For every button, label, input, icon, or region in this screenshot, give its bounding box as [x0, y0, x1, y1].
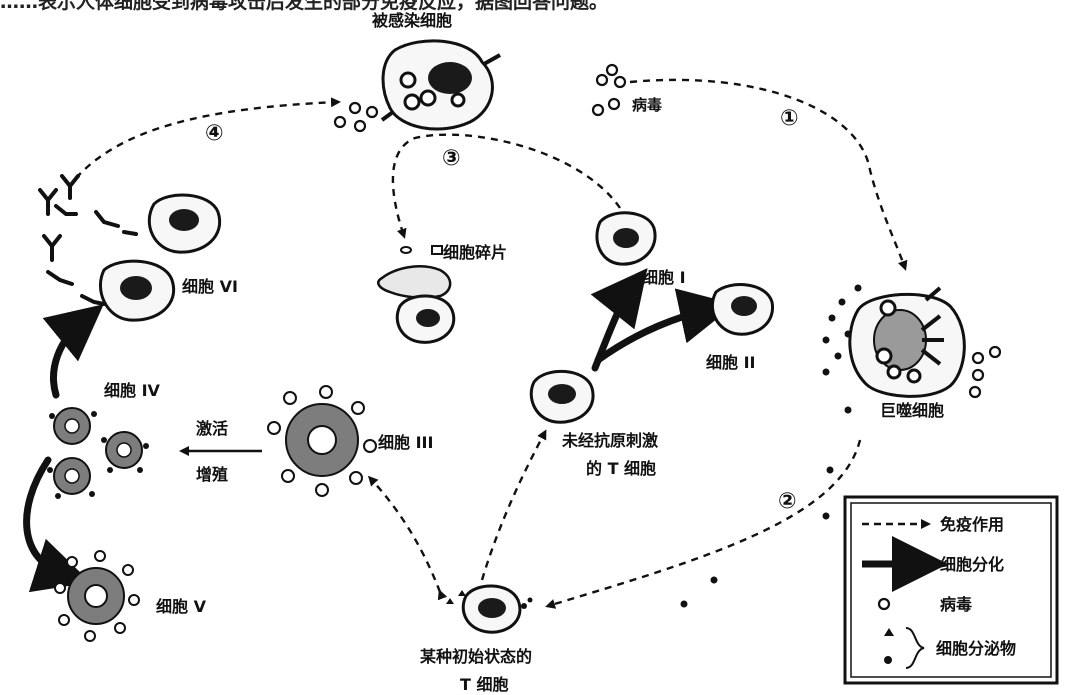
- arrow-cell-iv-to-cell-vi: [42, 304, 104, 399]
- cell-iv-label: 细胞 IV: [104, 381, 161, 400]
- legend-dot-icon: [884, 656, 892, 664]
- step-4: ④: [205, 121, 224, 146]
- arrow-naive-t-to-cell-ii: [594, 288, 736, 364]
- legend: 免疫作用 细胞分化 病毒 细胞分泌物: [843, 495, 1059, 685]
- arrow-cell-iv-to-cell-v: [23, 456, 91, 593]
- arrow-initial-t-to-cell-iii: [367, 475, 448, 601]
- virus-group-right: [591, 63, 627, 117]
- macrophage-secretion-dots: [680, 284, 862, 608]
- initial-t-label-line2: T 细胞: [460, 675, 509, 694]
- legend-immune-action: 免疫作用: [940, 515, 1004, 534]
- step-3: ③: [442, 146, 461, 171]
- arrow-3-cell-i-to-debris: [391, 133, 621, 239]
- legend-brace-icon: [905, 627, 925, 669]
- legend-virus: 病毒: [940, 595, 972, 614]
- cell-vi-label: 细胞 VI: [182, 277, 238, 296]
- macrophage-viruses: [968, 345, 1002, 399]
- cell-ii: [710, 283, 775, 336]
- cell-vi-upper: [147, 193, 222, 254]
- macrophage: [848, 286, 966, 398]
- cell-vi: [98, 259, 176, 322]
- cell-debris: [377, 245, 456, 344]
- step-1: ①: [780, 106, 799, 131]
- cell-debris-label: 细胞碎片: [443, 243, 507, 262]
- naive-t-label-line2: 的 T 细胞: [586, 459, 656, 478]
- arrow-1-virus-to-macrophage: [629, 78, 908, 271]
- initial-t-cell: [446, 584, 533, 634]
- proliferate-label: 增殖: [196, 465, 228, 484]
- initial-t-label-line1: 某种初始状态的: [419, 647, 532, 666]
- arrow-2-macrophage-to-initial-t: [545, 439, 862, 609]
- cell-i-label: 细胞 I: [642, 268, 686, 287]
- infected-cell-label: 被感染细胞: [372, 11, 452, 30]
- activate-label: 激活: [196, 419, 228, 438]
- antibodies: [38, 174, 138, 306]
- cell-iii-label: 细胞 III: [378, 433, 433, 452]
- cell-i: [595, 211, 657, 266]
- cell-iv-cluster: [47, 407, 149, 499]
- header-text: ……表示人体细胞受到病毒攻击后发生的部分免疫反应，据图回答问题。: [0, 0, 608, 13]
- cell-iii: [267, 385, 377, 497]
- legend-secretion: 细胞分泌物: [936, 639, 1016, 658]
- cell-v-label: 细胞 V: [156, 597, 207, 616]
- naive-t-cell: [529, 369, 595, 424]
- cell-ii-label: 细胞 II: [706, 353, 755, 372]
- legend-triangle-icon: [884, 628, 894, 636]
- legend-differentiation: 细胞分化: [940, 555, 1004, 574]
- naive-t-label-line1: 未经抗原刺激: [561, 431, 658, 450]
- cell-v: [54, 550, 140, 642]
- step-2: ②: [778, 489, 797, 514]
- infected-cell: [380, 39, 501, 131]
- macrophage-label: 巨噬细胞: [880, 401, 944, 420]
- virus-group-left: [333, 101, 379, 133]
- arrow-initial-t-to-naive-t: [480, 429, 547, 581]
- virus-label: 病毒: [632, 96, 662, 114]
- legend-virus-icon: [877, 597, 891, 611]
